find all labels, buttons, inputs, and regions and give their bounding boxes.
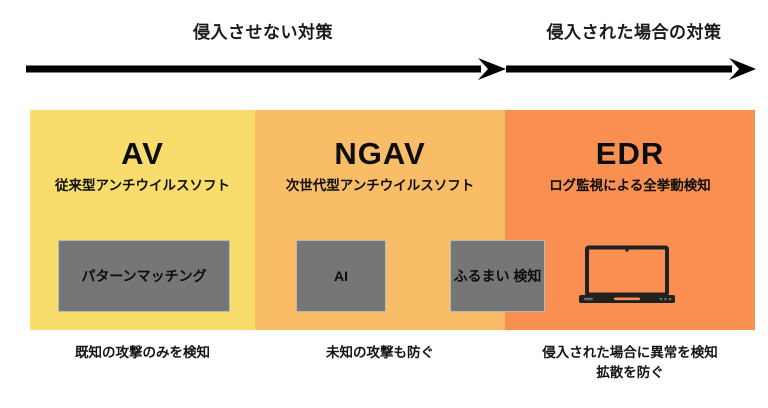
panel-edr: EDR ログ監視による全挙動検知 <box>505 110 755 330</box>
panel-ngav-title: NGAV <box>334 136 426 171</box>
arrow-post-breach <box>506 58 756 80</box>
arrow-prevent <box>26 58 506 80</box>
caption-av: 既知の攻撃のみを検知 <box>75 345 210 360</box>
tech-box-behavior-detection: ふるまい 検知 <box>450 240 545 312</box>
tech-box-ai: AI <box>296 240 386 312</box>
caption-ngav: 未知の攻撃も防ぐ <box>326 345 434 360</box>
phase-label-prevent: 侵入させない対策 <box>193 23 333 42</box>
panel-ngav-subtitle: 次世代型アンチウイルスソフト <box>285 178 475 193</box>
tech-box-pattern-matching: パターンマッチング <box>58 240 230 312</box>
panel-edr-title: EDR <box>595 136 665 171</box>
panel-av-title: AV <box>121 136 164 171</box>
maturity-band: AV 従来型アンチウイルスソフト NGAV 次世代型アンチウイルスソフト EDR… <box>30 110 755 330</box>
caption-edr: 侵入された場合に異常を検知 拡散を防ぐ <box>542 345 718 380</box>
panel-av-subtitle: 従来型アンチウイルスソフト <box>55 178 230 193</box>
laptop-icon <box>578 245 676 307</box>
phase-label-post-breach: 侵入された場合の対策 <box>546 23 722 42</box>
panel-edr-subtitle: ログ監視による全挙動検知 <box>549 178 711 193</box>
